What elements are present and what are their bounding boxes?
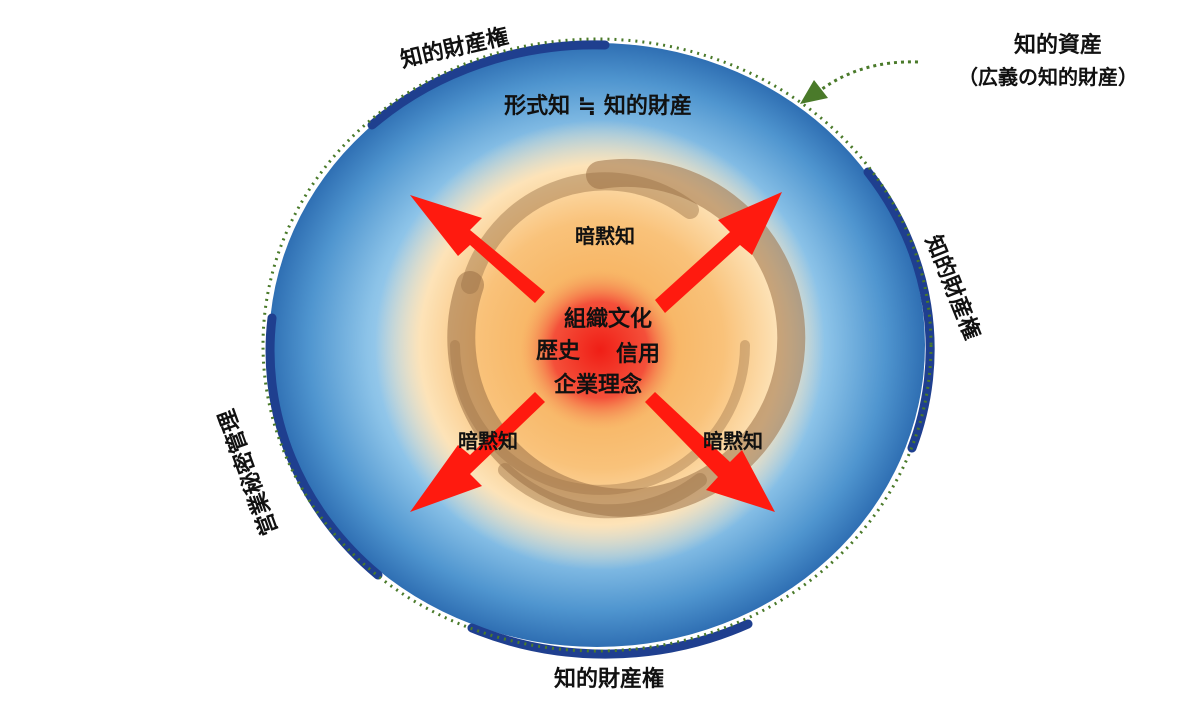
outward-red-arrow-up-left — [410, 195, 545, 303]
outward-red-arrow-down-right — [645, 392, 775, 512]
outward-red-arrow-up-right — [655, 192, 782, 313]
tacit-knowledge-top-label: 暗黙知 — [575, 224, 635, 248]
ip-band-bottom — [467, 619, 753, 659]
core-glow — [520, 270, 680, 430]
outward-arrows — [410, 192, 782, 512]
ip-band-top — [367, 40, 610, 130]
ip-band-left — [265, 313, 383, 580]
tacit-knowledge-left-label: 暗黙知 — [458, 429, 518, 453]
tacit-knowledge-right-label: 暗黙知 — [703, 429, 763, 453]
core-history: 歴史 — [536, 339, 581, 364]
title-sub: （広義の知的財産） — [958, 65, 1138, 89]
intellectual-assets-boundary — [261, 37, 933, 653]
ip-band-right — [863, 167, 935, 453]
trade-secret-label: 営業秘密管理 — [214, 406, 284, 539]
formal-knowledge-label: 形式知 ≒ 知的財産 — [504, 93, 692, 119]
ip-rights-bottom-label: 知的財産権 — [554, 666, 664, 692]
core-organizational-culture: 組織文化 — [564, 306, 652, 332]
core-trust: 信用 — [616, 341, 660, 367]
dotted-green-arrow — [800, 60, 919, 104]
outward-red-arrow-down-left — [410, 392, 545, 512]
ip-rights-bands — [265, 40, 935, 659]
title-main: 知的資産 — [1014, 32, 1102, 58]
core-corporate-philosophy: 企業理念 — [553, 372, 642, 398]
